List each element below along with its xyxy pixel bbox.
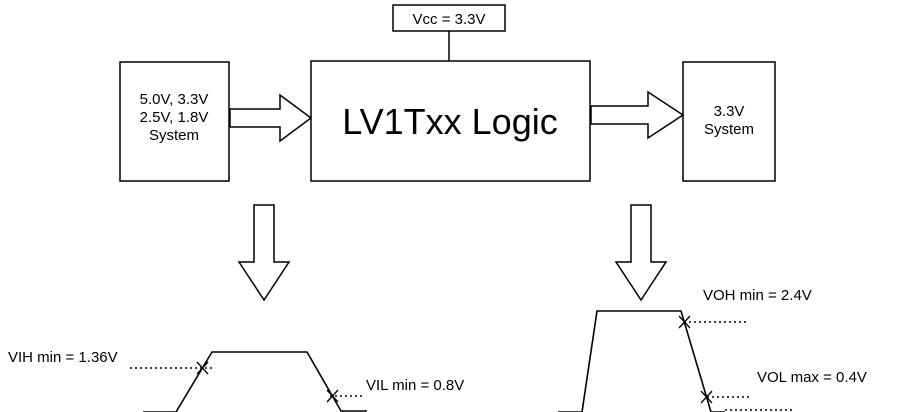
output-waveform [558,310,725,412]
input-arrow [229,93,313,143]
vih-label: VIH min = 1.36V [8,349,118,366]
vih-cross-mark [196,361,209,375]
vcc-label: Vcc = 3.3V [413,11,486,28]
input-system-label-line3: System [149,127,199,144]
input-system-box [119,61,230,182]
vol-cross-mark [700,390,713,404]
down-arrow-output [614,204,668,302]
voh-cross-mark [678,315,691,329]
vil-cross-mark [326,389,339,403]
input-system-label-line1: 5.0V, 3.3V [140,91,209,108]
voh-label: VOH min = 2.4V [703,287,812,304]
output-arrow [590,90,685,140]
vol-label: VOL max = 0.4V [757,369,867,386]
logic-box-label: LV1Txx Logic [342,101,557,142]
input-system-label-line2: 2.5V, 1.8V [140,109,209,126]
output-system-box [682,61,776,182]
vcc-box [392,4,506,32]
output-system-label-line1: 3.3V [714,103,745,120]
output-system-label-line2: System [704,121,754,138]
input-waveform [143,351,367,412]
logic-box [310,60,591,182]
down-arrow-input [237,204,291,302]
vil-label: VIL min = 0.8V [366,377,464,394]
